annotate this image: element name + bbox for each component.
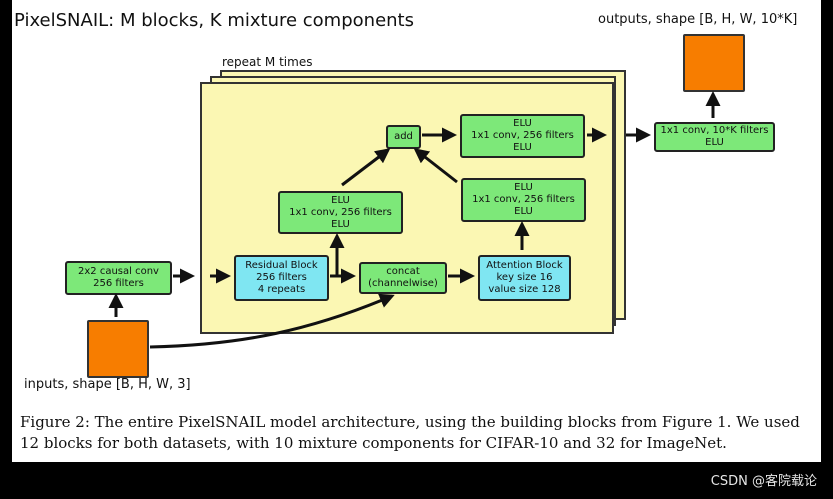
input-block	[87, 320, 149, 378]
repeat-label: repeat M times	[222, 55, 313, 69]
diagram-title: PixelSNAIL: M blocks, K mixture componen…	[14, 10, 414, 31]
figure-caption: Figure 2: The entire PixelSNAIL model ar…	[20, 413, 800, 452]
attention-block-box: Attention Block key size 16 value size 1…	[478, 255, 571, 301]
add-box: add	[386, 125, 421, 149]
elu-conv-left-box: ELU 1x1 conv, 256 filters ELU	[278, 191, 403, 234]
residual-block-box: Residual Block 256 filters 4 repeats	[234, 255, 329, 301]
causal-conv-box: 2x2 causal conv 256 filters	[65, 261, 172, 295]
elu-conv-right-box: ELU 1x1 conv, 256 filters ELU	[461, 178, 586, 222]
elu-conv-top-box: ELU 1x1 conv, 256 filters ELU	[460, 114, 585, 158]
concat-box: concat (channelwise)	[359, 262, 447, 294]
inputs-label: inputs, shape [B, H, W, 3]	[24, 377, 191, 392]
final-conv-box: 1x1 conv, 10*K filters ELU	[654, 122, 775, 152]
outputs-label: outputs, shape [B, H, W, 10*K]	[598, 12, 798, 27]
output-block	[683, 34, 745, 92]
watermark: CSDN @客院载论	[710, 474, 817, 489]
diagram-canvas: PixelSNAIL: M blocks, K mixture componen…	[12, 0, 821, 462]
